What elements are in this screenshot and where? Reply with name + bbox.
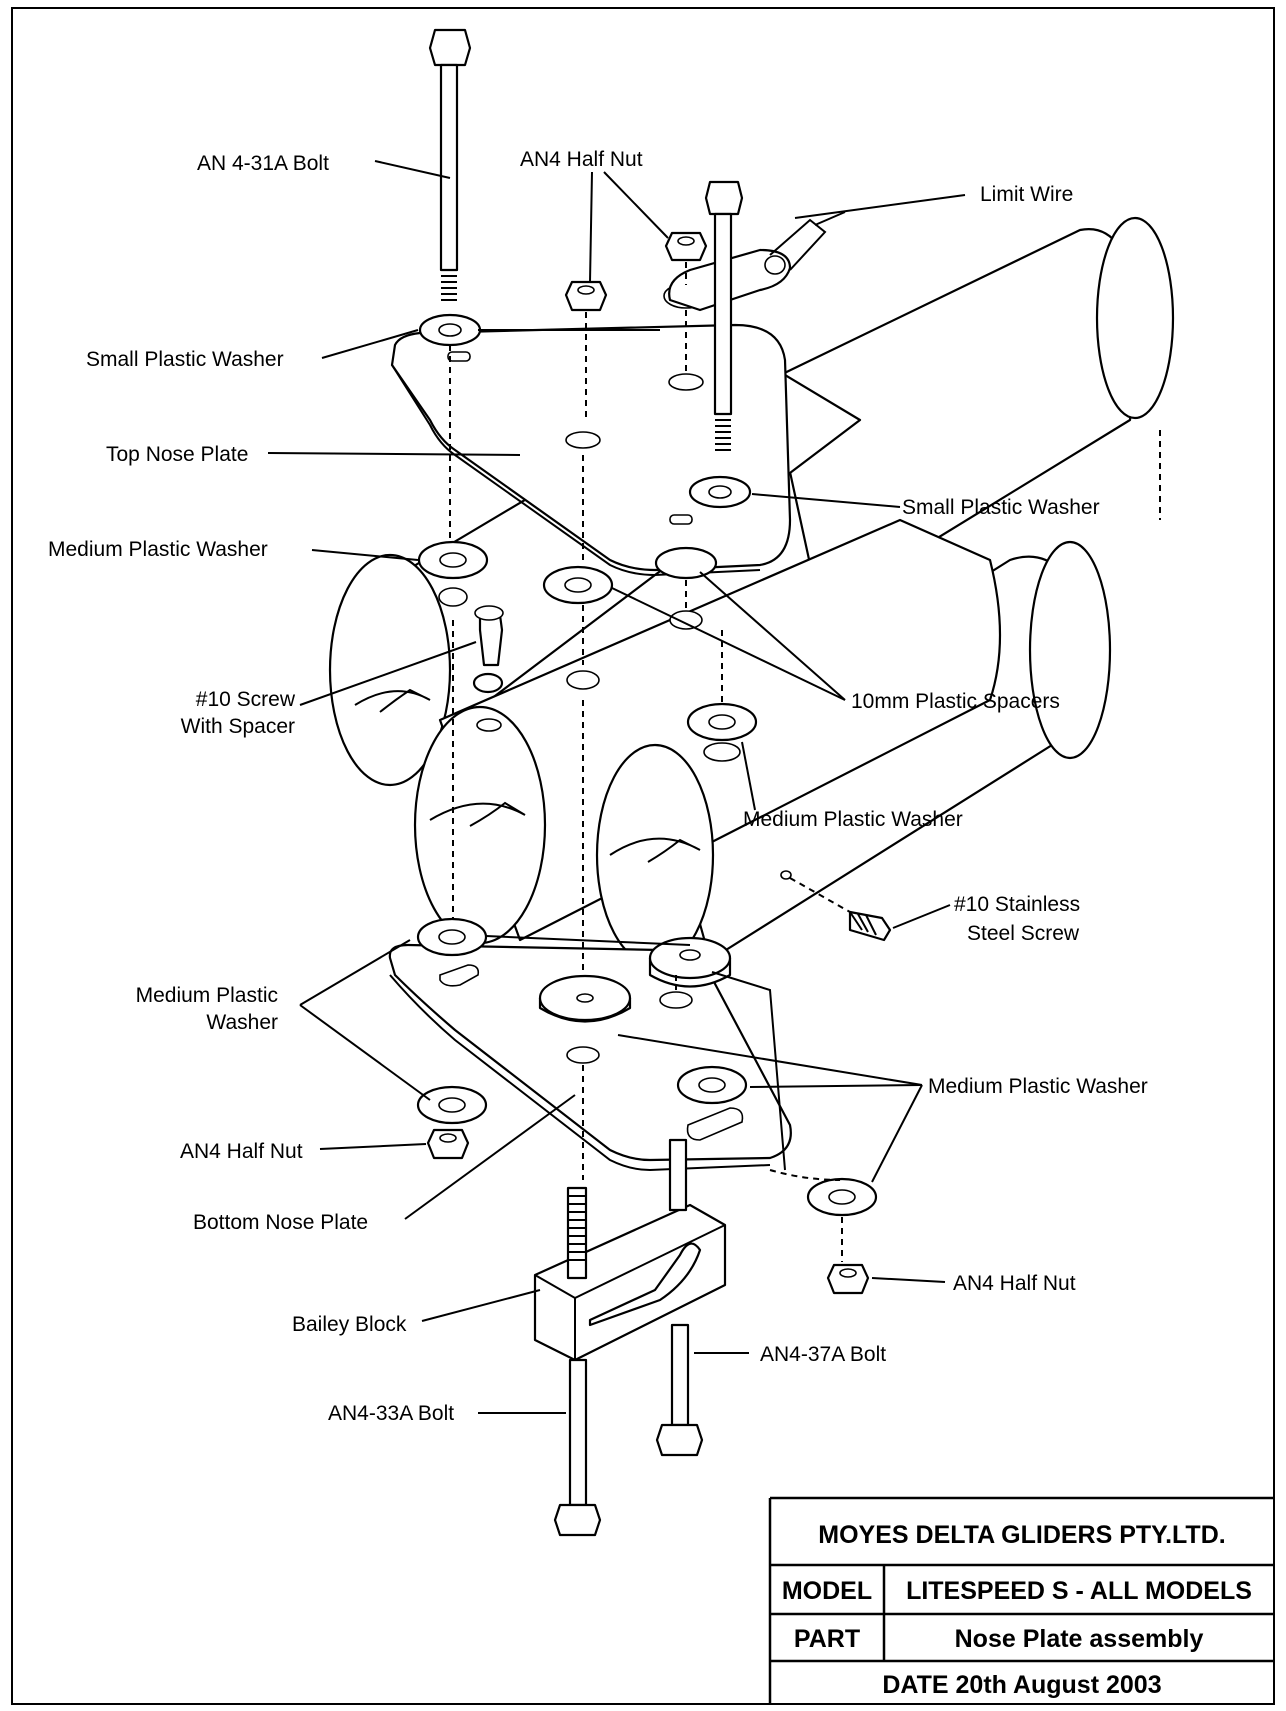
callout-labels: AN 4-31A Bolt AN4 Half Nut Limit Wire Sm… xyxy=(48,148,1148,1425)
assembly-center-lines xyxy=(449,262,1161,1262)
sheet-border xyxy=(11,7,1275,1705)
an4-half-nut-bottom-right xyxy=(826,1263,870,1295)
title-model-value: LITESPEED S - ALL MODELS xyxy=(906,1577,1252,1605)
label-medium-plastic-washer-left-line1: Medium Plastic xyxy=(136,984,278,1007)
label-screw-line1: #10 Screw xyxy=(196,688,296,711)
bottom-nose-plate xyxy=(388,943,792,1172)
small-plastic-washer-top-left xyxy=(418,313,482,347)
small-plastic-washer-top-right xyxy=(688,475,752,509)
washer-bottom-right-plate xyxy=(676,1065,748,1105)
an4-33a-bolt xyxy=(553,1186,602,1537)
title-part-label: PART xyxy=(794,1625,860,1653)
label-stainless-screw-line1: #10 Stainless xyxy=(954,893,1080,916)
leader-lines xyxy=(267,160,966,1414)
title-company: MOYES DELTA GLIDERS PTY.LTD. xyxy=(818,1521,1225,1549)
tube-end-right xyxy=(595,743,715,967)
an4-31a-bolt xyxy=(428,28,472,301)
an4-half-nut-bottom-left xyxy=(426,1128,470,1160)
washer-bottom-left-below xyxy=(416,1085,488,1125)
large-spacer-center xyxy=(538,974,632,1023)
screw-with-spacer xyxy=(472,605,504,732)
an4-37a-bolt xyxy=(655,1138,704,1457)
label-plastic-spacers: 10mm Plastic Spacers xyxy=(851,690,1060,713)
label-an4-31a-bolt: AN 4-31A Bolt xyxy=(197,152,329,175)
stainless-steel-screw xyxy=(780,870,892,942)
title-date: DATE 20th August 2003 xyxy=(882,1671,1161,1699)
top-right-long-bolt xyxy=(704,180,744,451)
medium-plastic-washer-mid xyxy=(686,702,758,762)
label-an4-37a-bolt: AN4-37A Bolt xyxy=(760,1343,886,1366)
title-part-value: Nose Plate assembly xyxy=(955,1625,1204,1653)
an4-half-nut-top-left xyxy=(564,280,608,312)
label-medium-plastic-washer-mid: Medium Plastic Washer xyxy=(743,808,963,831)
label-medium-plastic-washer-right: Medium Plastic Washer xyxy=(928,1075,1148,1098)
label-top-nose-plate: Top Nose Plate xyxy=(106,443,248,466)
plastic-spacer-right xyxy=(654,546,718,630)
label-an4-half-nut-left: AN4 Half Nut xyxy=(180,1140,303,1163)
washer-bottom-right-below xyxy=(806,1177,878,1217)
label-an4-half-nut-top: AN4 Half Nut xyxy=(520,148,643,171)
label-an4-half-nut-right: AN4 Half Nut xyxy=(953,1272,1076,1295)
label-screw-line2: With Spacer xyxy=(181,715,295,738)
label-small-plastic-washer-right: Small Plastic Washer xyxy=(902,496,1100,519)
tube-hole-center xyxy=(566,670,600,690)
plastic-spacer-center xyxy=(542,565,614,605)
label-limit-wire: Limit Wire xyxy=(980,183,1073,206)
label-an4-33a-bolt: AN4-33A Bolt xyxy=(328,1402,454,1425)
medium-plastic-washer-upper xyxy=(417,540,489,607)
bailey-block xyxy=(533,1203,727,1362)
title-model-label: MODEL xyxy=(782,1577,872,1605)
label-medium-plastic-washer-left-line2: Washer xyxy=(206,1011,278,1034)
label-stainless-screw-line2: Steel Screw xyxy=(967,922,1080,945)
label-bottom-nose-plate: Bottom Nose Plate xyxy=(193,1211,368,1234)
label-medium-plastic-washer-upper: Medium Plastic Washer xyxy=(48,538,268,561)
an4-half-nut-top-right xyxy=(664,231,708,262)
large-spacer-right xyxy=(648,936,732,988)
label-small-plastic-washer-left: Small Plastic Washer xyxy=(86,348,284,371)
washer-on-bottom-plate-left xyxy=(416,917,488,957)
title-block: MOYES DELTA GLIDERS PTY.LTD. MODEL LITES… xyxy=(768,1496,1274,1704)
keel-tube-rear xyxy=(768,216,1175,612)
label-bailey-block: Bailey Block xyxy=(292,1313,407,1336)
